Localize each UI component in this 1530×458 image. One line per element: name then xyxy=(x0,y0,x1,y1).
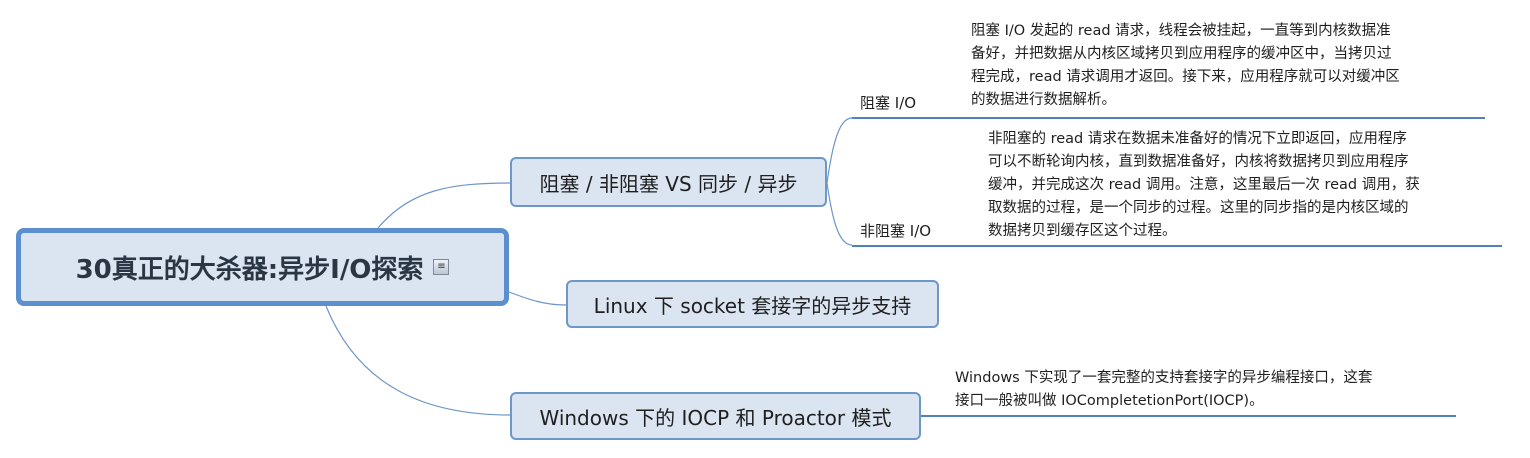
note-line: 备好，并把数据从内核区域拷贝到应用程序的缓冲区中，当拷贝过 xyxy=(971,46,1392,62)
note-nonblocking-io: 非阻塞的 read 请求在数据未准备好的情况下立即返回，应用程序 可以不断轮询内… xyxy=(988,128,1420,243)
connector-topic1-blocking xyxy=(826,117,853,184)
note-line: 接口一般被叫做 IOCompletetionPort(IOCP)。 xyxy=(955,393,1264,409)
root-title: 30真正的大杀器:异步I/O探索 xyxy=(75,254,424,285)
topic-label: 阻塞 / 非阻塞 VS 同步 / 异步 xyxy=(539,171,798,196)
subtopic-label: 阻塞 I/O xyxy=(860,94,917,112)
topic-linux-socket-async[interactable]: Linux 下 socket 套接字的异步支持 xyxy=(566,280,939,328)
note-line: 缓冲，并完成这次 read 调用。注意，这里最后一次 read 调用，获 xyxy=(988,177,1420,193)
subtopic-label: 非阻塞 I/O xyxy=(860,222,932,240)
note-line: 可以不断轮询内核，直到数据准备好，内核将数据拷贝到应用程序 xyxy=(988,154,1409,170)
note-icon[interactable]: ≡ xyxy=(433,259,450,275)
note-line: 数据拷贝到缓存区这个过程。 xyxy=(988,223,1177,239)
note-underline xyxy=(921,415,1456,417)
note-windows-iocp: Windows 下实现了一套完整的支持套接字的异步编程接口，这套 接口一般被叫做… xyxy=(955,367,1372,413)
note-line: 阻塞 I/O 发起的 read 请求，线程会被挂起，一直等到内核数据准 xyxy=(971,23,1391,39)
note-line: Windows 下实现了一套完整的支持套接字的异步编程接口，这套 xyxy=(955,370,1373,386)
connector-root-topic3 xyxy=(325,305,511,416)
note-line: 程完成，read 请求调用才返回。接下来，应用程序就可以对缓冲区 xyxy=(971,69,1400,85)
note-underline xyxy=(952,245,1502,247)
connector-topic1-nonblocking xyxy=(826,182,853,246)
connector-root-topic2 xyxy=(508,291,567,306)
subtopic-underline xyxy=(852,117,937,119)
topic-label: Linux 下 socket 套接字的异步支持 xyxy=(593,293,912,318)
topic-blocking-vs-sync[interactable]: 阻塞 / 非阻塞 VS 同步 / 异步 xyxy=(510,157,827,207)
note-line: 取数据的过程，是一个同步的过程。这里的同步指的是内核区域的 xyxy=(988,200,1409,216)
note-blocking-io: 阻塞 I/O 发起的 read 请求，线程会被挂起，一直等到内核数据准 备好，并… xyxy=(971,20,1400,112)
note-line: 的数据进行数据解析。 xyxy=(971,92,1116,108)
note-line: 非阻塞的 read 请求在数据未准备好的情况下立即返回，应用程序 xyxy=(988,131,1407,147)
root-topic[interactable]: 30真正的大杀器:异步I/O探索 ≡ xyxy=(16,228,509,306)
subtopic-blocking-io[interactable]: 阻塞 I/O xyxy=(858,92,916,113)
topic-label: Windows 下的 IOCP 和 Proactor 模式 xyxy=(539,405,892,430)
subtopic-nonblocking-io[interactable]: 非阻塞 I/O xyxy=(858,220,931,241)
topic-windows-iocp[interactable]: Windows 下的 IOCP 和 Proactor 模式 xyxy=(510,392,921,440)
connector-root-topic1 xyxy=(377,182,511,229)
subtopic-underline xyxy=(852,245,952,247)
note-underline xyxy=(937,117,1485,119)
